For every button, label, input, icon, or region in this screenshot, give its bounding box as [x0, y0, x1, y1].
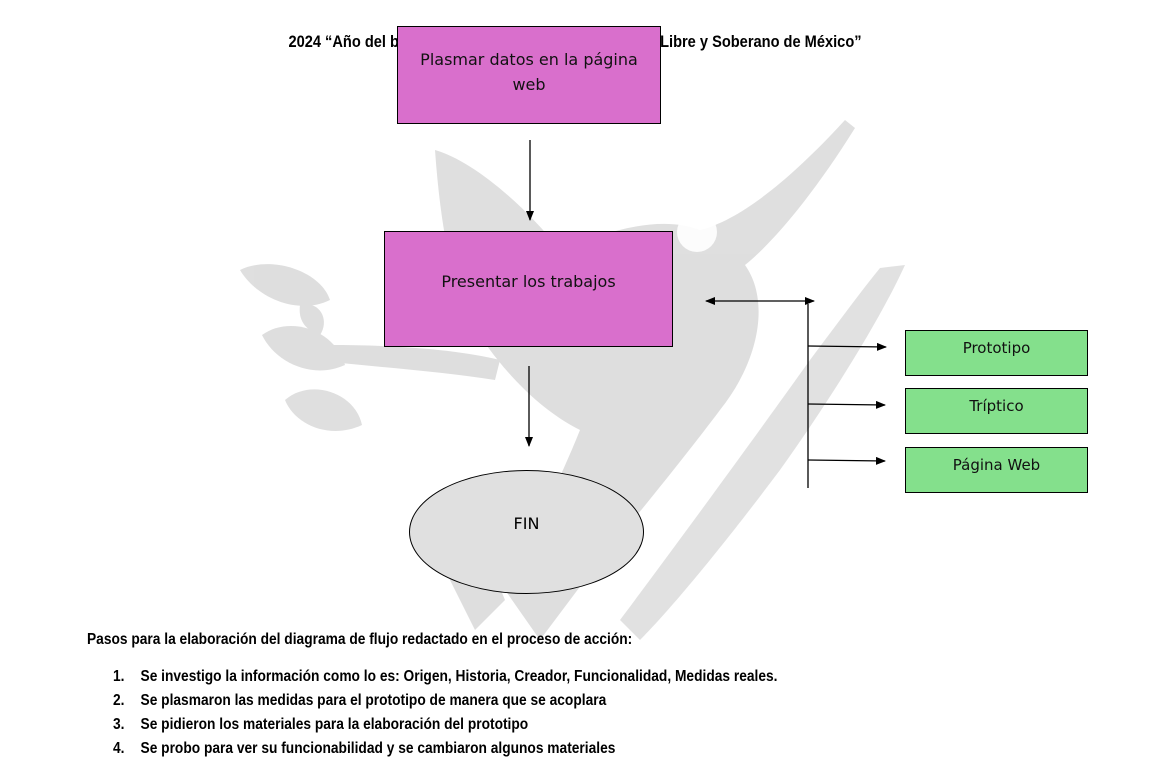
header-right-text: Libre y Soberano de México”	[660, 32, 862, 51]
node-webpage: Página Web	[905, 447, 1088, 493]
node-triptych-label: Tríptico	[969, 397, 1024, 415]
node-present-label: Presentar los trabajos	[441, 272, 616, 291]
node-present: Presentar los trabajos	[384, 231, 673, 347]
header-left-text: 2024 “Año del bice	[288, 32, 420, 51]
step-item: 1.Se investigo la información como lo es…	[113, 668, 778, 685]
step-item: 3.Se pidieron los materiales para la ela…	[113, 716, 529, 733]
node-prototype-label: Prototipo	[962, 339, 1031, 357]
step-item: 4.Se probo para ver su funcionabilidad y…	[113, 740, 616, 757]
arrow-to-prototype	[807, 342, 887, 351]
step-item: 2.Se plasmaron las medidas para el proto…	[113, 692, 607, 709]
page-header: 2024 “Año del bice Libre y Soberano de Mé…	[81, 32, 1070, 52]
arrow-to-webpage	[807, 456, 886, 465]
steps-title: Pasos para la elaboración del diagrama d…	[87, 631, 633, 648]
node-web-data: Plasmar datos en la página web	[397, 26, 661, 124]
arrow-to-triptych	[807, 400, 886, 409]
node-end-label: FIN	[513, 513, 540, 533]
node-webpage-label: Página Web	[952, 456, 1041, 474]
node-web-data-label: Plasmar datos en la página web	[420, 50, 638, 94]
node-triptych: Tríptico	[905, 388, 1088, 434]
steps-list: 1.Se investigo la información como lo es…	[113, 668, 777, 764]
node-end: FIN	[409, 470, 644, 594]
node-prototype: Prototipo	[905, 330, 1088, 376]
